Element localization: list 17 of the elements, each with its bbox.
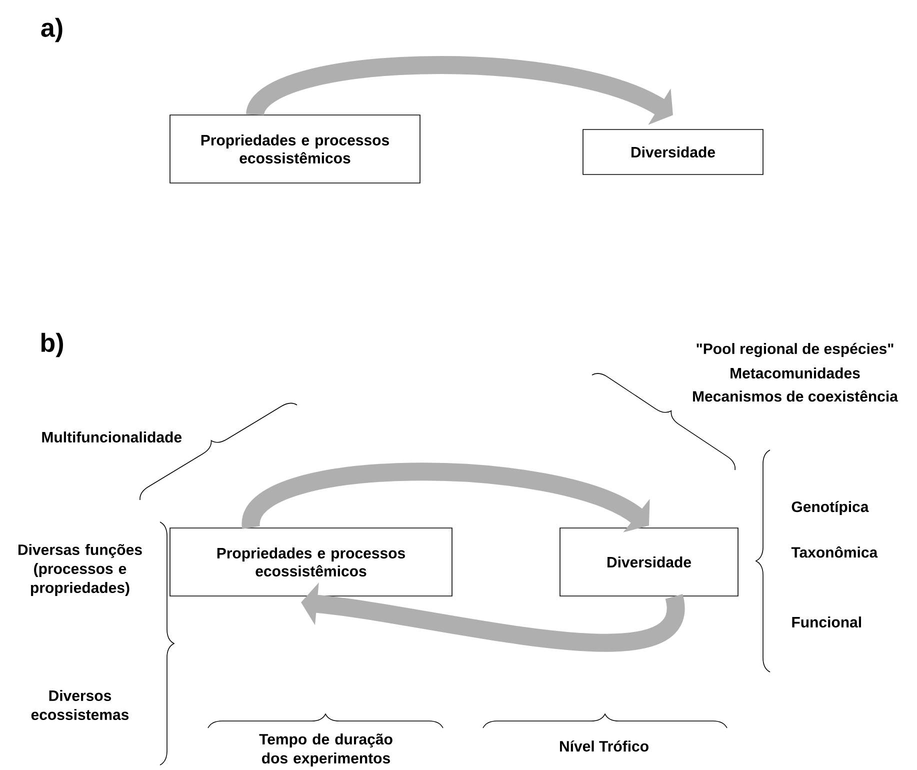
text-label: Genotípica xyxy=(792,500,869,516)
text-label: a) xyxy=(41,18,62,42)
text-label: Taxonômica xyxy=(791,546,878,558)
text-label: Diversas funções (processos e propriedades) xyxy=(18,544,142,596)
text-label: "Pool regional de espécies" xyxy=(696,342,894,358)
text-label: Multifuncionalidade xyxy=(42,432,182,442)
text-label: b) xyxy=(41,332,63,358)
text-label: Tempo de duração dos experimentos xyxy=(259,734,392,766)
process-box: Diversidade xyxy=(582,129,764,175)
text-label: Mecanismos de coexistência xyxy=(693,390,898,402)
process-box: Diversidade xyxy=(560,528,738,596)
text-label: Nível Trófico xyxy=(560,740,648,752)
text-label: Diversos ecossistemas xyxy=(31,690,129,720)
text-label: Funcional xyxy=(792,616,861,628)
process-box: Propriedades e processos ecossistêmicos xyxy=(170,114,420,184)
process-box: Propriedades e processos ecossistêmicos xyxy=(170,528,452,596)
text-label: Metacomunidades xyxy=(730,368,860,378)
